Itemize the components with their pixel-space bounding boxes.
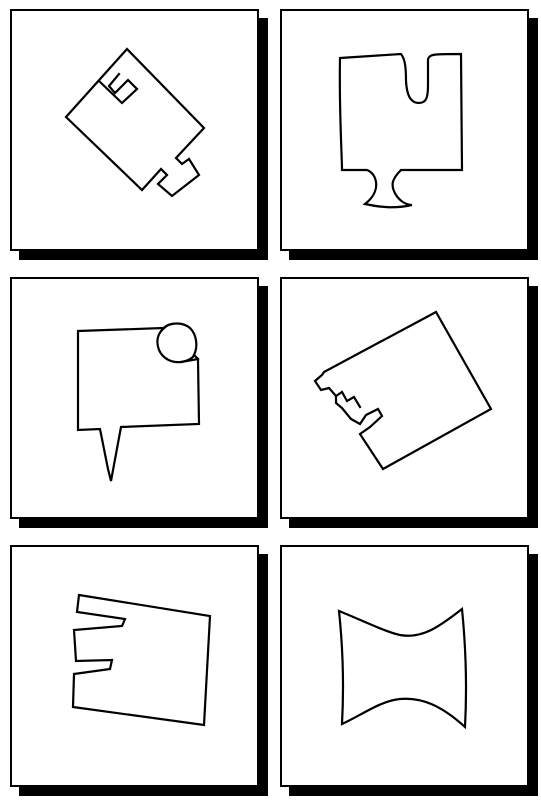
- hooked-notch-square-shape: [12, 11, 257, 249]
- stepped-slot-square-shape: [282, 279, 527, 517]
- figure-panel-4: [280, 277, 529, 519]
- concave-bowtie-square-shape: [282, 547, 527, 785]
- figure-panel-1: [10, 9, 259, 251]
- figure-panel-2: [280, 9, 529, 251]
- figure-panel-5: [10, 545, 259, 787]
- double-slot-square-shape: [12, 547, 257, 785]
- slotted-pedestal-square-shape: [282, 11, 527, 249]
- figure-panel-3: [10, 277, 259, 519]
- figure-panel-6: [280, 545, 529, 787]
- cutout-spike-square-shape: [12, 279, 257, 517]
